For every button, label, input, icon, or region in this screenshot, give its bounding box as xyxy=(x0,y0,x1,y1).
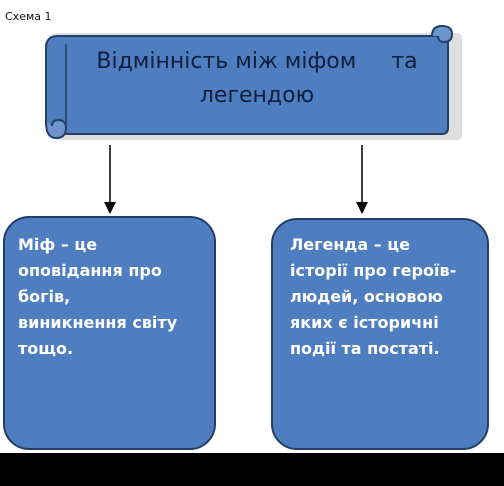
legend-line: історії про героїв- xyxy=(290,261,457,280)
legend-line: Легенда – це xyxy=(290,235,410,254)
myth-line: виникнення світу xyxy=(18,313,178,332)
title-line-2: легендою xyxy=(199,83,315,108)
myth-line: оповідання про xyxy=(18,261,162,280)
bottom-black-bar xyxy=(0,453,504,486)
legend-definition: Легенда – це історії про героїв- людей, … xyxy=(290,232,456,362)
myth-line: тощо. xyxy=(18,339,74,358)
legend-line: яких є історичні xyxy=(290,313,439,332)
myth-line: Міф – це xyxy=(18,235,98,254)
title-line-1: Відмінність між міфом та xyxy=(96,49,418,74)
legend-box xyxy=(271,218,489,450)
myth-box xyxy=(3,216,216,450)
myth-definition: Міф – це оповідання про богів, виникненн… xyxy=(18,232,177,362)
scheme-caption: Схема 1 xyxy=(5,10,52,23)
arrow-left xyxy=(104,145,116,214)
diagram-title: Відмінність між міфом та легендою xyxy=(62,45,452,113)
legend-line: події та постаті. xyxy=(290,339,440,358)
arrow-right xyxy=(356,145,368,214)
myth-line: богів, xyxy=(18,287,71,306)
legend-line: людей, основою xyxy=(290,287,444,306)
banner-curl-top xyxy=(431,24,454,44)
